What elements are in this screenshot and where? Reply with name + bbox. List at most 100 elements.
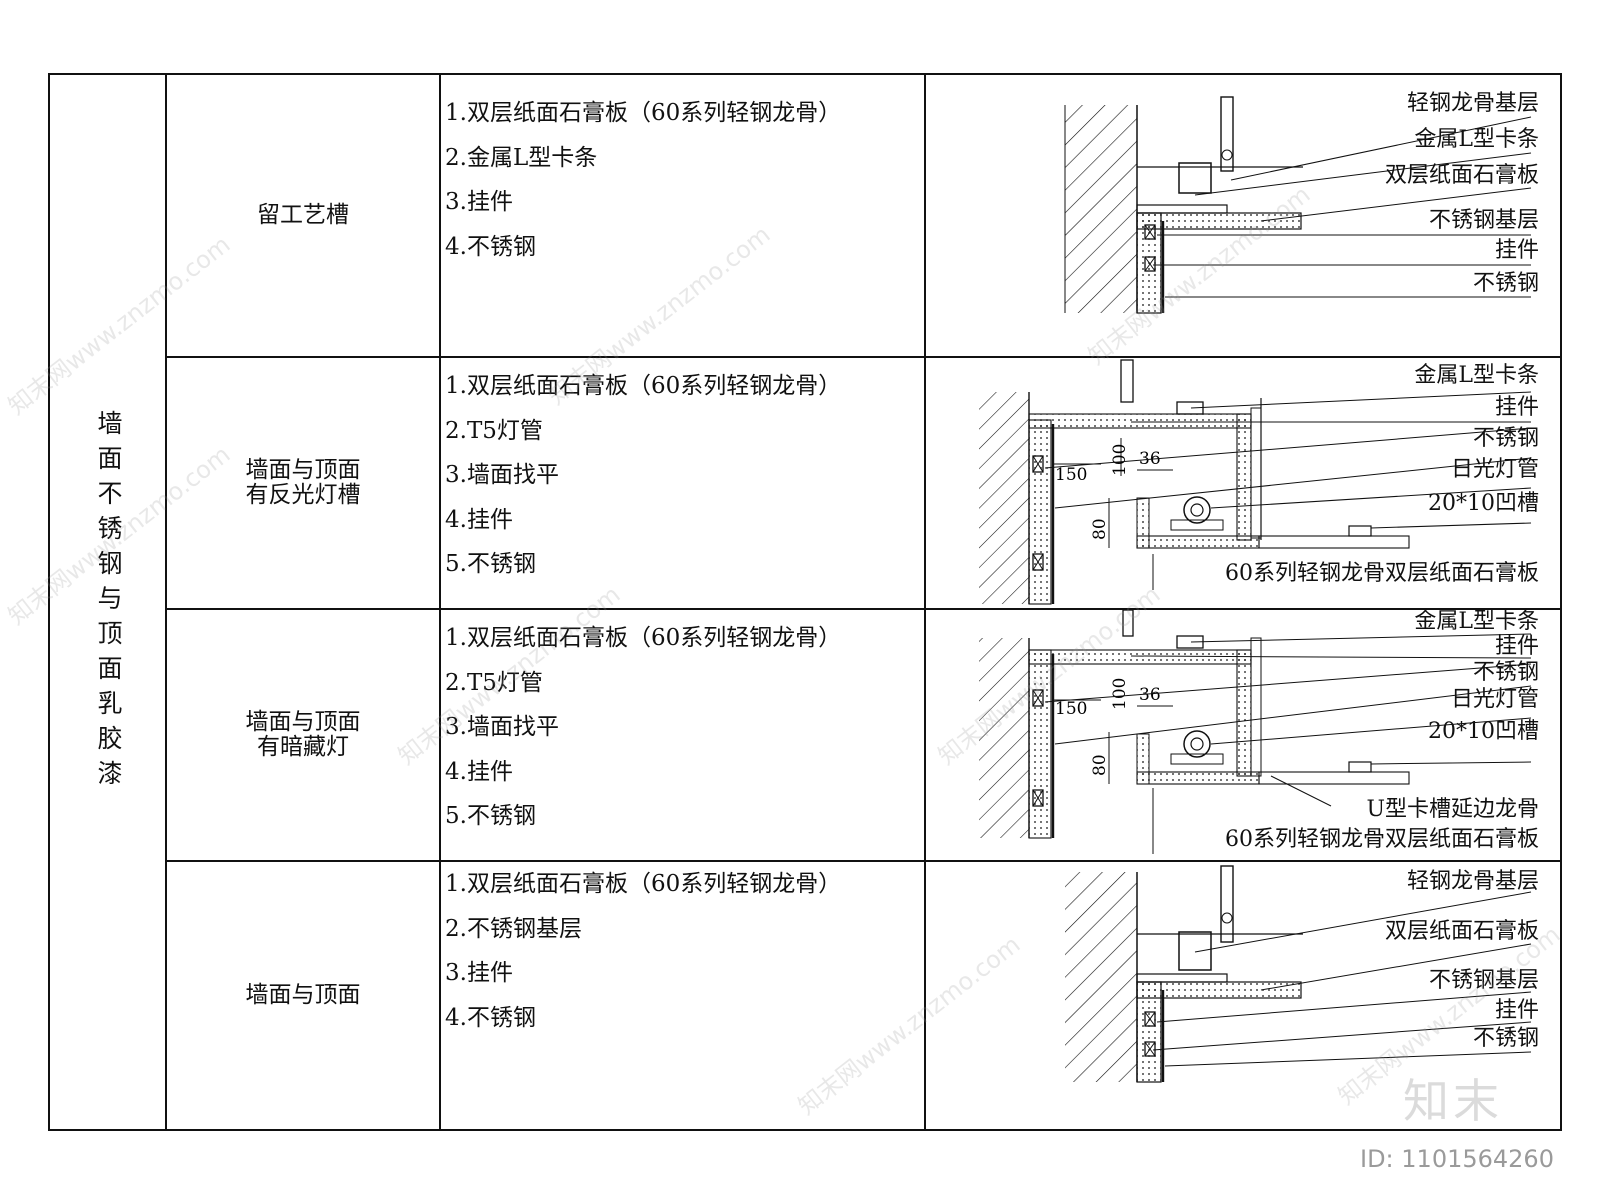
gypsum-board (1028, 649, 1252, 665)
material-item: 1.双层纸面石膏板（60系列轻钢龙骨） (445, 373, 842, 399)
callout-label: U型卡槽延边龙骨 (1366, 797, 1539, 822)
hanger-rod (1122, 610, 1134, 637)
section-drawing-4: 轻钢龙骨基层 双层纸面石膏板 不锈钢基层 挂件 不锈钢 (931, 862, 1561, 1129)
category-cell: 墙面不锈钢与顶面乳胶漆 (50, 75, 167, 1129)
material-item: 4.不锈钢 (445, 1004, 536, 1031)
column-divider (165, 75, 167, 1129)
dim-label: 80 (1090, 518, 1110, 540)
wall-hatch (979, 638, 1029, 838)
materials-list: 1.双层纸面石膏板（60系列轻钢龙骨） 2.T5灯管 3.墙面找平 4.挂件 5… (445, 364, 925, 587)
callout-label: 60系列轻钢龙骨双层纸面石膏板 (1225, 827, 1539, 852)
wall-hatch (979, 392, 1029, 604)
material-item: 4.不锈钢 (445, 233, 536, 260)
drawing-svg (1064, 96, 1532, 314)
column-divider (439, 75, 441, 1129)
lamp-tube (1183, 496, 1211, 524)
material-item: 2.T5灯管 (445, 417, 543, 444)
callout-label: 20*10凹槽 (1428, 491, 1539, 516)
material-item: 3.挂件 (445, 189, 513, 215)
callout-label: 不锈钢 (1472, 1026, 1539, 1051)
dim-label: 150 (1055, 699, 1087, 719)
dim-label: 36 (1139, 685, 1161, 705)
concrete-wall (1065, 105, 1137, 313)
callout-label: 轻钢龙骨基层 (1406, 869, 1539, 894)
callout-label: 不锈钢基层 (1428, 968, 1539, 993)
callout-label: 挂件 (1494, 634, 1539, 659)
row-name-cell: 墙面与顶面 (167, 862, 439, 1129)
material-item: 1.双层纸面石膏板（60系列轻钢龙骨） (445, 871, 842, 897)
drawing-svg: 150 100 36 80 (979, 610, 1532, 854)
materials-list: 1.双层纸面石膏板（60系列轻钢龙骨） 2.T5灯管 3.墙面找平 4.挂件 5… (445, 616, 925, 839)
material-item: 2.T5灯管 (445, 669, 543, 696)
section-drawing-3: 150 100 36 80 金属L型卡条 挂件 不锈钢 日光灯管 20*10凹槽… (931, 610, 1561, 860)
keel (1178, 931, 1212, 971)
callout-label: 金属L型卡条 (1414, 363, 1539, 388)
material-item: 4.挂件 (445, 506, 513, 533)
section-drawing-1: 轻钢龙骨基层 金属L型卡条 双层纸面石膏板 不锈钢基层 挂件 不锈钢 (931, 75, 1561, 356)
table-row: 墙面与顶面 有暗藏灯 1.双层纸面石膏板（60系列轻钢龙骨） 2.T5灯管 3.… (167, 610, 1562, 860)
hanger-rod (1120, 359, 1134, 403)
row-name-cell: 墙面与顶面 有暗藏灯 (167, 610, 439, 860)
material-item: 2.金属L型卡条 (445, 144, 598, 171)
material-item: 2.不锈钢基层 (445, 915, 582, 942)
dim-label: 150 (1055, 465, 1087, 485)
keel (1178, 162, 1212, 194)
row-name-cell: 留工艺槽 (167, 75, 439, 356)
materials-list: 1.双层纸面石膏板（60系列轻钢龙骨） 2.不锈钢基层 3.挂件 4.不锈钢 (445, 862, 925, 1040)
material-item: 1.双层纸面石膏板（60系列轻钢龙骨） (445, 100, 842, 126)
callout-label: 挂件 (1494, 238, 1539, 263)
groove (1348, 761, 1372, 773)
row-name-line: 墙面与顶面 (245, 982, 361, 1008)
groove (1348, 525, 1372, 537)
row-name-line: 有反光灯槽 (245, 482, 361, 508)
callout-label: 日光灯管 (1450, 687, 1539, 712)
drawing-svg (1065, 865, 1532, 1083)
image-id-label: ID: 1101564260 (1360, 1145, 1554, 1173)
material-item: 4.挂件 (445, 758, 513, 785)
row-name-line: 有暗藏灯 (257, 734, 349, 760)
table-row: 留工艺槽 1.双层纸面石膏板（60系列轻钢龙骨） 2.金属L型卡条 3.挂件 4… (167, 75, 1562, 356)
section-drawing-2: 150 100 36 80 金属L型卡条 挂件 不锈钢 日光灯管 20*10凹槽… (931, 358, 1561, 608)
table-row: 墙面与顶面 1.双层纸面石膏板（60系列轻钢龙骨） 2.不锈钢基层 3.挂件 4… (167, 862, 1562, 1129)
callout-label: 挂件 (1494, 395, 1539, 420)
stainless-base (1028, 419, 1052, 605)
callout-label: 轻钢龙骨基层 (1406, 91, 1539, 116)
row-divider (167, 608, 1560, 610)
dim-label: 100 (1110, 678, 1130, 710)
row-name-line: 墙面与顶面 (245, 457, 361, 483)
row-name-line: 墙面与顶面 (245, 709, 361, 735)
stainless-base (1028, 649, 1052, 839)
callout-label: 60系列轻钢龙骨双层纸面石膏板 (1225, 561, 1539, 586)
callout-label: 不锈钢 (1472, 660, 1539, 685)
callout-label: 20*10凹槽 (1428, 719, 1539, 744)
concrete-wall (1065, 872, 1137, 1082)
row-divider (167, 860, 1560, 862)
material-item: 1.双层纸面石膏板（60系列轻钢龙骨） (445, 625, 842, 651)
callout-label: 金属L型卡条 (1414, 127, 1539, 152)
dim-label: 80 (1090, 754, 1110, 776)
callout-label: 日光灯管 (1450, 457, 1539, 482)
lamp-tube (1183, 730, 1211, 758)
callout-label: 双层纸面石膏板 (1384, 919, 1539, 944)
material-item: 3.挂件 (445, 960, 513, 986)
row-name-line: 留工艺槽 (257, 202, 349, 228)
material-item: 3.墙面找平 (445, 714, 559, 740)
materials-list: 1.双层纸面石膏板（60系列轻钢龙骨） 2.金属L型卡条 3.挂件 4.不锈钢 (445, 91, 925, 269)
callout-label: 挂件 (1494, 998, 1539, 1023)
callout-label: 双层纸面石膏板 (1384, 163, 1539, 188)
table-row: 墙面与顶面 有反光灯槽 1.双层纸面石膏板（60系列轻钢龙骨） 2.T5灯管 3… (167, 358, 1562, 608)
category-label: 墙面不锈钢与顶面乳胶漆 (94, 409, 123, 795)
material-item: 5.不锈钢 (445, 803, 536, 829)
dim-label: 100 (1110, 444, 1130, 476)
hanger-rod (1220, 865, 1234, 943)
material-item: 3.墙面找平 (445, 462, 559, 488)
column-divider (924, 75, 926, 1129)
callout-label: 金属L型卡条 (1414, 609, 1539, 634)
callout-label: 不锈钢 (1472, 271, 1539, 296)
stainless-base (1136, 981, 1162, 1083)
row-divider (167, 356, 1560, 358)
row-name-cell: 墙面与顶面 有反光灯槽 (167, 358, 439, 608)
hanger-rod (1220, 96, 1234, 172)
callout-label: 不锈钢基层 (1428, 208, 1539, 233)
drawing-svg: 150 100 36 80 (979, 359, 1532, 605)
